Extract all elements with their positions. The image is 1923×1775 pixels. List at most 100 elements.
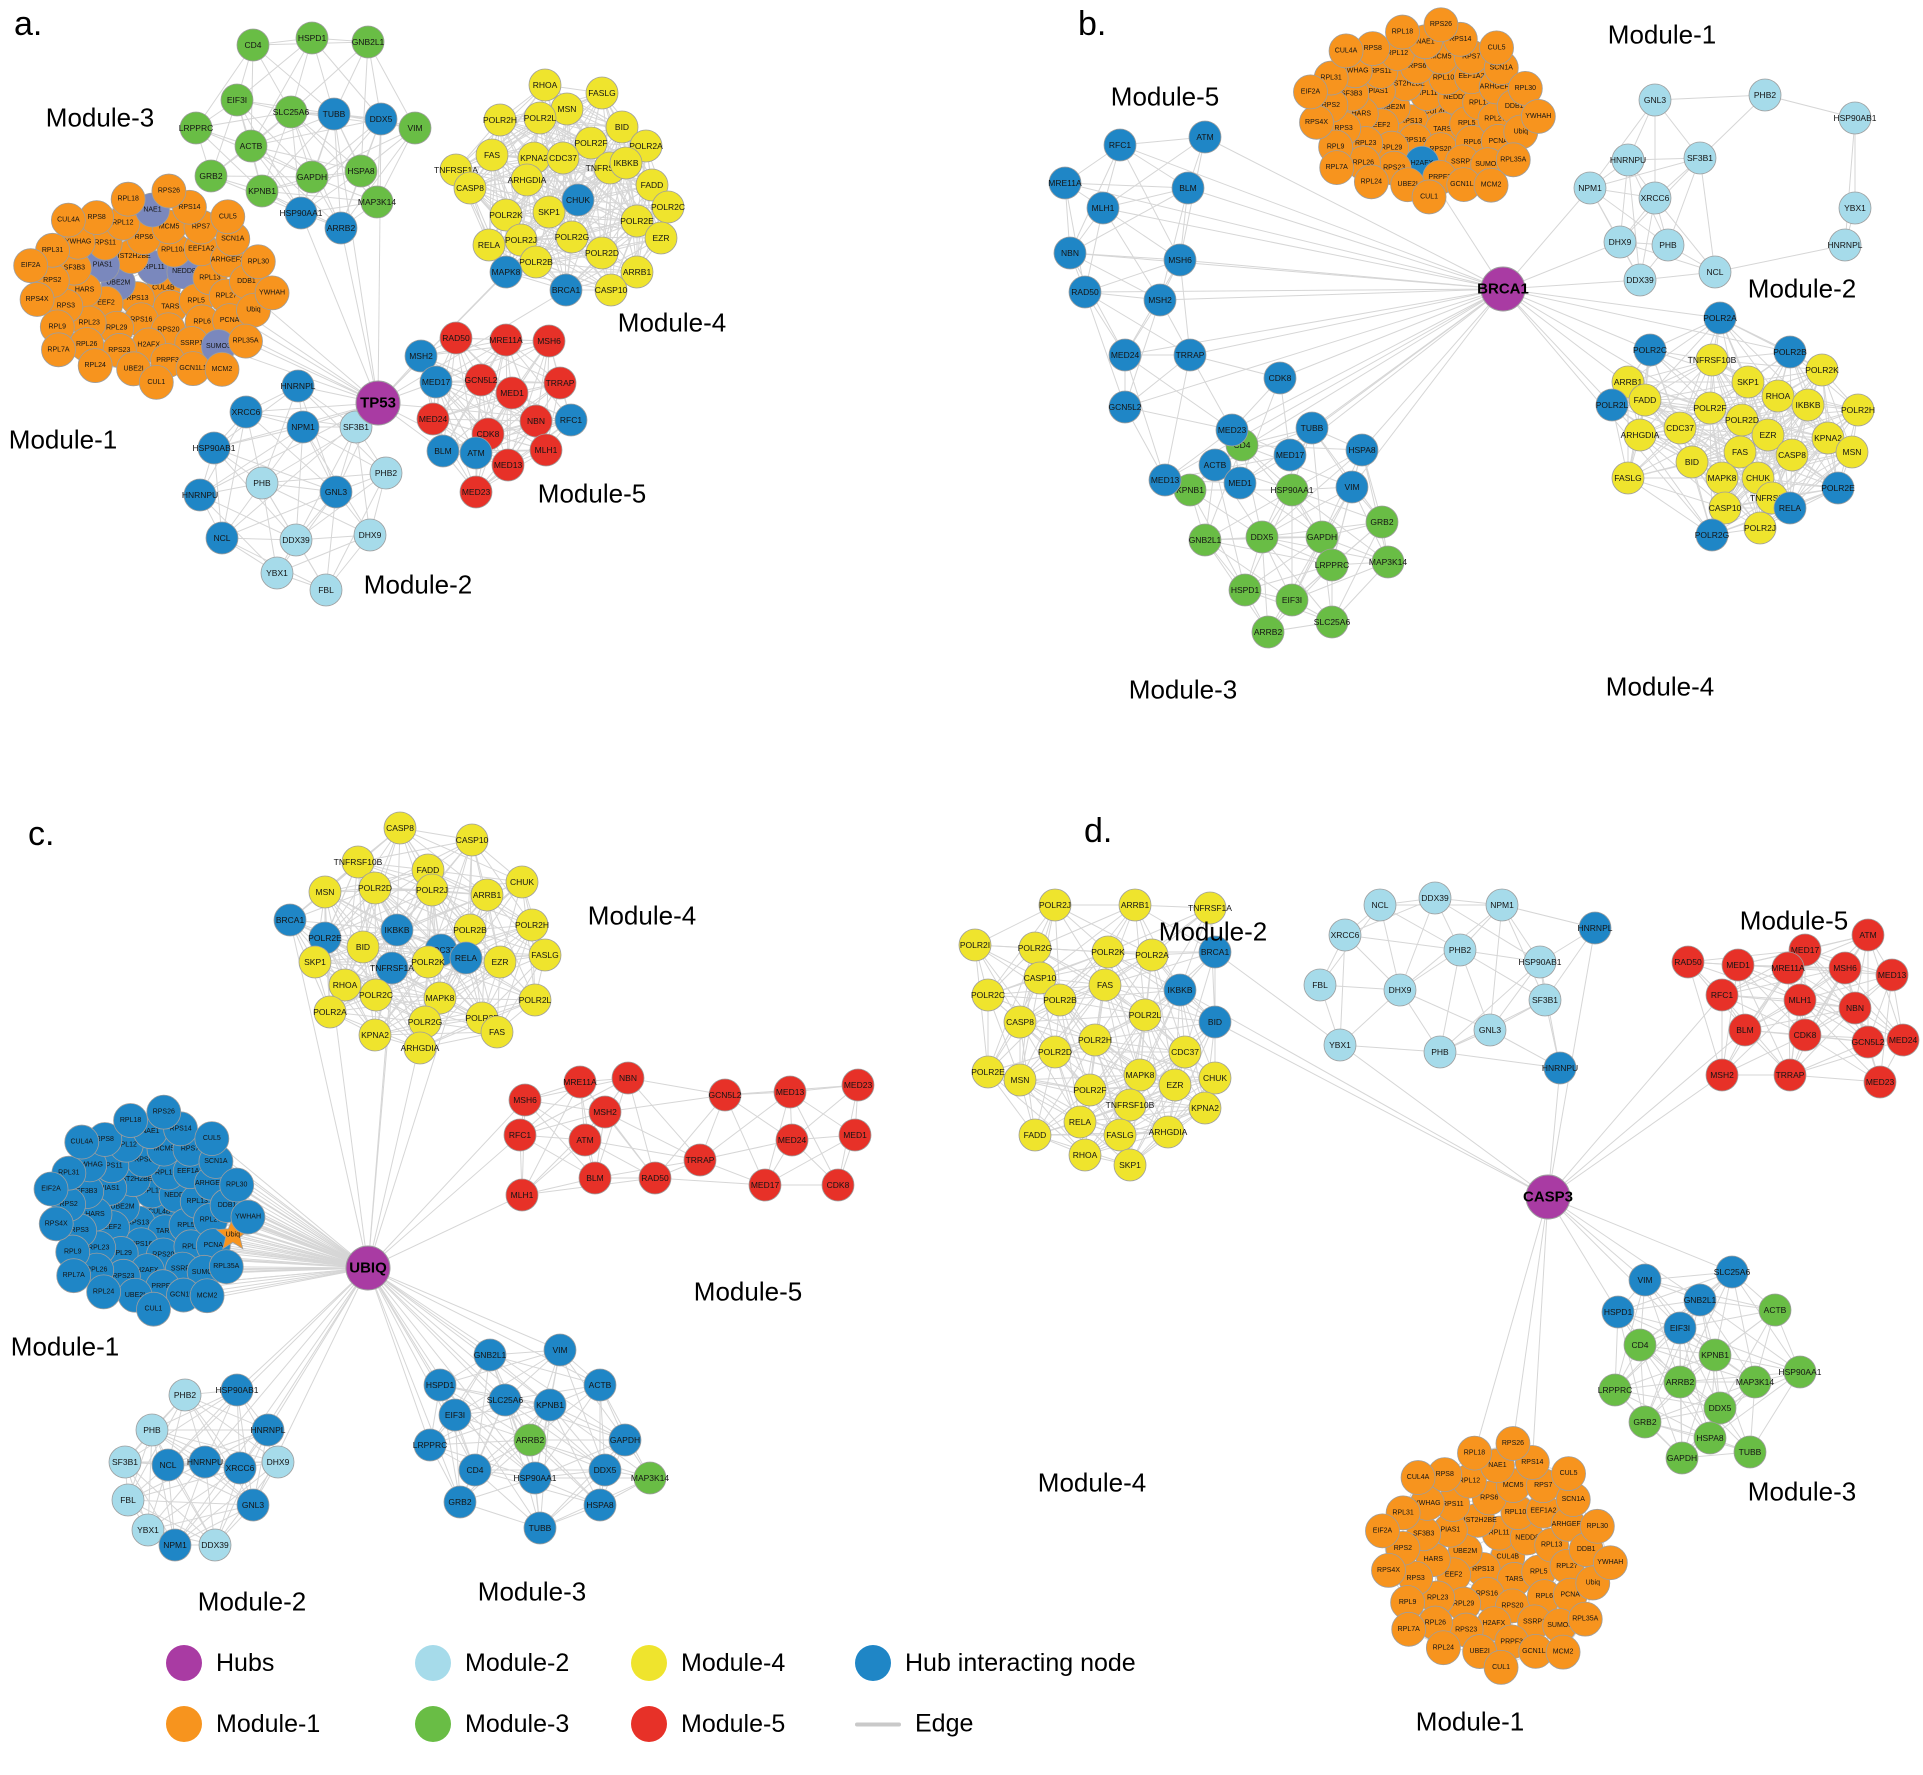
edge (521, 1081, 581, 1196)
edge (987, 1071, 1086, 1156)
node-circle (1638, 181, 1672, 215)
node-circle (1623, 418, 1657, 452)
node-circle (1275, 583, 1309, 617)
node-RAD50: RAD50 (1671, 945, 1705, 979)
node-BLM: BLM (1171, 171, 1205, 205)
edge (127, 1467, 241, 1501)
node-HNRNPU: HNRNPU (1610, 143, 1646, 177)
node-circle (220, 83, 254, 117)
node-RPL18: RPL18 (110, 181, 146, 217)
node-DHX9: DHX9 (353, 518, 387, 552)
node-circle (775, 1123, 809, 1157)
node-circle (1545, 1634, 1581, 1670)
edge (519, 1077, 629, 1136)
node-MLH1: MLH1 (505, 1178, 539, 1212)
node-CUL1: CUL1 (1411, 179, 1447, 215)
node-circle (1838, 191, 1872, 225)
node-FASLG: FASLG (585, 76, 619, 110)
edge (357, 839, 473, 863)
node-circle (1851, 1025, 1885, 1059)
hub-circle (355, 380, 401, 426)
edge (399, 827, 488, 896)
node-circle (543, 1333, 577, 1367)
edge (764, 1134, 856, 1186)
edge (549, 1404, 651, 1479)
node-GRB2: GRB2 (1365, 505, 1399, 539)
node-MED17: MED17 (1273, 438, 1307, 472)
edge (1094, 1039, 1216, 1079)
node-circle (1611, 143, 1645, 177)
edge (1721, 477, 1839, 489)
node-circle (1198, 935, 1232, 969)
node-FBL: FBL (111, 1483, 145, 1517)
node-circle (1638, 83, 1672, 117)
hub-edge (367, 1194, 523, 1269)
node-GNL3: GNL3 (319, 475, 353, 509)
edge (1711, 359, 1823, 371)
node-circle (273, 903, 307, 937)
node-circle (1003, 1005, 1037, 1039)
node-EIF2A: EIF2A (33, 1171, 69, 1207)
node-circle (1345, 433, 1379, 467)
node-circle (220, 1373, 254, 1407)
legend-label: Module-5 (681, 1709, 786, 1738)
node-RPS26: RPS26 (1495, 1426, 1531, 1461)
node-circle (1457, 1435, 1492, 1471)
hub-edge (300, 212, 379, 404)
panel-letter-a: a. (14, 5, 43, 43)
node-HSPA8: HSPA8 (1345, 433, 1379, 467)
node-RPS4X: RPS4X (1299, 104, 1334, 140)
node-EIF3I: EIF3I (220, 83, 254, 117)
node-circle (1103, 1118, 1137, 1152)
node-RPS26: RPS26 (146, 1094, 182, 1130)
node-POLR2L: POLR2L (523, 101, 557, 135)
edge (1804, 949, 1869, 1043)
edge (534, 1384, 601, 1479)
node-circle (488, 1383, 522, 1417)
node-NCL: NCL (205, 521, 239, 555)
node-circle (459, 436, 493, 470)
node-POLR2L: POLR2L (1595, 388, 1629, 422)
node-HSPD1: HSPD1 (1601, 1295, 1635, 1329)
node-NCL: NCL (1363, 888, 1397, 922)
node-TRRAP: TRRAP (1173, 338, 1207, 372)
node-circle (588, 1095, 622, 1129)
node-circle (1163, 973, 1197, 1007)
node-circle (110, 181, 146, 217)
node-SLC25A6: SLC25A6 (1314, 605, 1350, 639)
node-circle (251, 1413, 285, 1447)
node-circle (1223, 466, 1257, 500)
edge (396, 827, 401, 931)
node-GNL3: GNL3 (236, 1488, 270, 1522)
node-circle (1245, 520, 1279, 554)
node-POLR2D: POLR2D (358, 871, 392, 905)
node-CHUK: CHUK (1198, 1061, 1232, 1095)
node-circle (529, 433, 563, 467)
node-CD4: CD4 (458, 1453, 492, 1487)
node-circle (1567, 1601, 1603, 1637)
node-circle (495, 376, 529, 410)
hub-edge (367, 1267, 491, 1356)
edge (1709, 1371, 1801, 1439)
node-circle (403, 1031, 437, 1065)
module-label-c-2: Module-2 (197, 1586, 307, 1617)
node-ARRB2: ARRB2 (513, 1423, 547, 1457)
node-circle (475, 138, 509, 172)
node-POLR2K: POLR2K (1091, 935, 1125, 969)
edge-swatch (855, 1722, 901, 1726)
node-circle (194, 1121, 230, 1157)
node-MRE11A: MRE11A (489, 323, 523, 357)
node-RPS26: RPS26 (151, 173, 187, 209)
node-circle (609, 146, 643, 180)
node-POLR2L: POLR2L (518, 983, 552, 1017)
edge (184, 1394, 279, 1463)
node-circle (1592, 1545, 1628, 1581)
node-circle (1335, 470, 1369, 504)
node-circle (644, 221, 678, 255)
node-XRCC6: XRCC6 (223, 1451, 257, 1485)
edge (1789, 1039, 1904, 1076)
node-BLM: BLM (1728, 1013, 1762, 1047)
node-circle (519, 404, 553, 438)
node-circle (1128, 998, 1162, 1032)
